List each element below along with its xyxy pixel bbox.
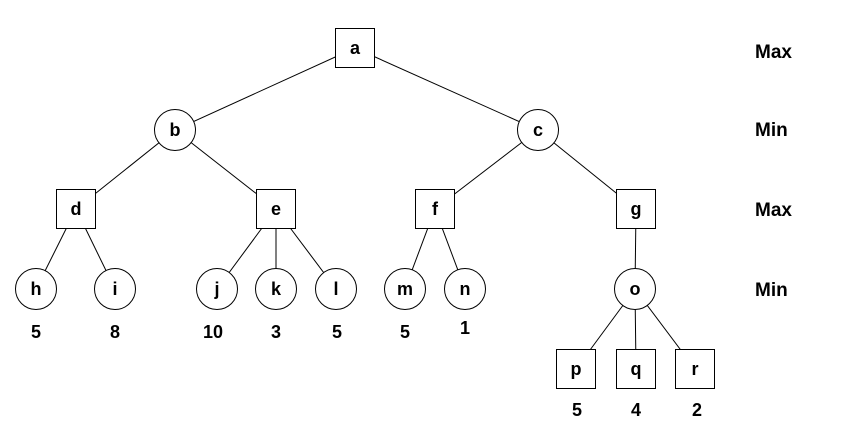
node-l: l bbox=[315, 268, 357, 310]
node-d-label: d bbox=[70, 198, 82, 219]
node-f-label: f bbox=[432, 198, 438, 219]
leaf-value-n: 1 bbox=[459, 318, 470, 338]
node-j: j bbox=[196, 268, 238, 310]
node-o: o bbox=[614, 268, 656, 310]
node-a-label: a bbox=[349, 37, 360, 58]
leaf-value-m: 5 bbox=[399, 322, 410, 342]
node-c-label: c bbox=[532, 119, 543, 140]
node-c: c bbox=[517, 109, 559, 151]
leaf-value-q: 4 bbox=[630, 400, 641, 420]
node-f: f bbox=[415, 189, 455, 229]
node-h-label: h bbox=[30, 278, 42, 299]
node-n-label: n bbox=[459, 278, 471, 299]
node-j-label: j bbox=[214, 278, 220, 299]
node-e-label: e bbox=[270, 198, 281, 219]
node-q-label: q bbox=[630, 358, 642, 379]
node-m-label: m bbox=[396, 278, 413, 299]
node-m: m bbox=[384, 268, 426, 310]
level-label-max-2: Max bbox=[755, 200, 792, 221]
node-h: h bbox=[15, 268, 57, 310]
node-o-label: o bbox=[629, 278, 641, 299]
node-g-label: g bbox=[630, 198, 642, 219]
leaf-value-p: 5 bbox=[571, 400, 582, 420]
node-d: d bbox=[56, 189, 96, 229]
leaf-value-k: 3 bbox=[270, 322, 281, 342]
leaf-value-r: 2 bbox=[691, 400, 702, 420]
node-k: k bbox=[255, 268, 297, 310]
leaf-value-l: 5 bbox=[331, 322, 342, 342]
node-n: n bbox=[444, 268, 486, 310]
level-label-min-1: Min bbox=[755, 120, 788, 141]
leaf-value-h: 5 bbox=[30, 322, 41, 342]
node-r-label: r bbox=[691, 358, 699, 379]
leaf-value-j: 10 bbox=[202, 322, 224, 342]
node-b: b bbox=[154, 109, 196, 151]
node-a: a bbox=[335, 28, 375, 68]
node-k-label: k bbox=[270, 278, 281, 299]
edge-a-b bbox=[174, 47, 356, 131]
node-p-label: p bbox=[570, 358, 582, 379]
node-b-label: b bbox=[169, 119, 181, 140]
node-r: r bbox=[675, 349, 715, 389]
node-q: q bbox=[616, 349, 656, 389]
node-i-label: i bbox=[112, 278, 118, 299]
node-e: e bbox=[256, 189, 296, 229]
leaf-value-i: 8 bbox=[109, 322, 120, 342]
edge-a-c bbox=[354, 47, 539, 131]
level-label-max-1: Max bbox=[755, 42, 792, 63]
node-i: i bbox=[94, 268, 136, 310]
node-l-label: l bbox=[333, 278, 339, 299]
level-label-min-2: Min bbox=[755, 280, 788, 301]
node-p: p bbox=[556, 349, 596, 389]
node-g: g bbox=[616, 189, 656, 229]
